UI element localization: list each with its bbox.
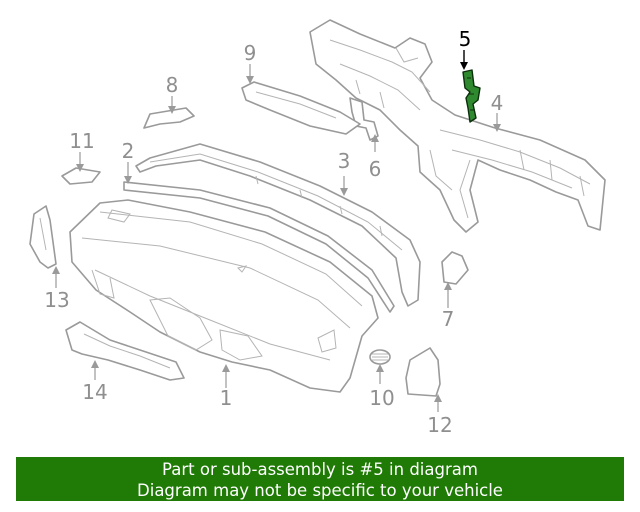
parts-diagram: 1 2 3 4 5 6 7 8 9 10 11 12 13 14 bbox=[29, 19, 606, 437]
callout-14: 14 bbox=[82, 380, 107, 404]
callout-labels: 1 2 3 4 5 6 7 8 9 10 11 12 13 14 bbox=[44, 27, 503, 437]
info-banner: Part or sub-assembly is #5 in diagram Di… bbox=[16, 457, 624, 501]
part-11-plate bbox=[61, 167, 101, 185]
banner-line-2: Diagram may not be specific to your vehi… bbox=[137, 481, 503, 500]
part-13-side-panel bbox=[29, 205, 57, 269]
part-3-defroster-panel bbox=[135, 143, 421, 307]
part-8-cover bbox=[143, 107, 195, 129]
part-7-side-cover bbox=[441, 251, 469, 285]
part-2-upper-trim-strip bbox=[123, 181, 395, 313]
callout-12: 12 bbox=[427, 413, 452, 437]
callout-5-highlighted: 5 bbox=[459, 27, 472, 51]
part-1-instrument-panel bbox=[69, 199, 379, 393]
callout-6: 6 bbox=[369, 157, 382, 181]
callout-3: 3 bbox=[338, 149, 351, 173]
callout-10: 10 bbox=[369, 386, 394, 410]
callout-2: 2 bbox=[122, 139, 135, 163]
banner-line-1: Part or sub-assembly is #5 in diagram bbox=[162, 460, 478, 479]
part-5-highlighted-bracket bbox=[462, 69, 481, 123]
callout-4: 4 bbox=[491, 91, 504, 115]
callout-8: 8 bbox=[166, 73, 179, 97]
part-4-cross-car-beam bbox=[309, 19, 606, 233]
callout-7: 7 bbox=[442, 307, 455, 331]
part-14-lower-bracket bbox=[65, 321, 185, 381]
callout-11: 11 bbox=[69, 129, 94, 153]
callout-13: 13 bbox=[44, 288, 69, 312]
callout-9: 9 bbox=[244, 41, 257, 65]
part-12-end-cap bbox=[405, 347, 441, 397]
part-9-upper-trim-panel bbox=[241, 81, 361, 135]
part-10-air-vent bbox=[369, 349, 391, 365]
callout-1: 1 bbox=[220, 386, 233, 410]
leader-lines bbox=[52, 50, 501, 412]
